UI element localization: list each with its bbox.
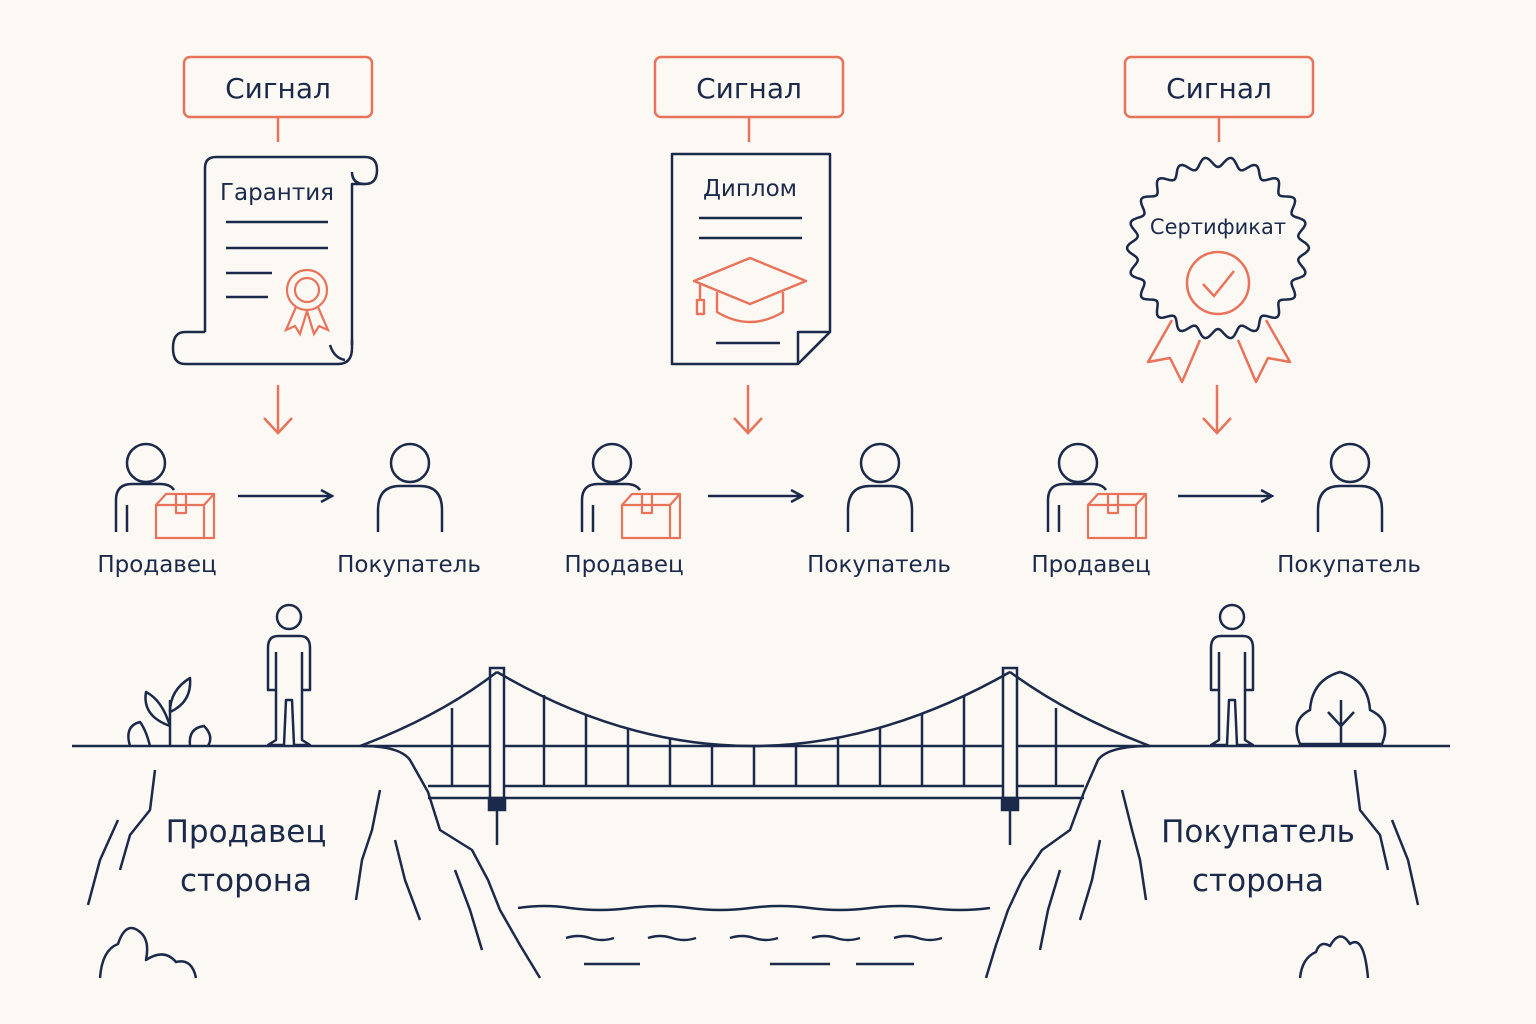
signal-box: Сигнал [653, 55, 845, 119]
seller-side-label-line2: сторона [180, 863, 312, 899]
seller-icon [114, 442, 176, 532]
signal-box: Сигнал [1123, 55, 1315, 119]
down-arrow-head [1202, 417, 1232, 435]
buyer-icon [376, 442, 444, 532]
seller-icon [1046, 442, 1108, 532]
signal-box: Сигнал [182, 55, 374, 119]
buyer-side-label-line1: Покупатель [1161, 814, 1355, 850]
diploma-document-icon [670, 152, 832, 366]
certificate-ribbons [1146, 319, 1292, 384]
buyer-icon [846, 442, 914, 532]
seller-person-figure [266, 603, 312, 747]
down-arrow-head [733, 417, 763, 435]
buyer-person-figure [1209, 603, 1255, 747]
signal-column-warranty: Сигнал Гарантия [97, 55, 481, 578]
left-cliff [86, 744, 542, 979]
signal-column-diploma: Сигнал Диплом [564, 55, 951, 578]
document-title: Гарантия [220, 180, 334, 206]
signal-label: Сигнал [1166, 72, 1272, 105]
shrub-icon [98, 926, 198, 979]
seller-icon [580, 442, 642, 532]
signal-column-certificate: Сигнал Сертификат [1031, 55, 1421, 578]
suspension-bridge [359, 666, 1151, 845]
text-lines [699, 216, 802, 345]
document-title: Сертификат [1150, 215, 1286, 239]
buyer-label: Покупатель [1277, 552, 1421, 578]
bridge-scene: Продавец сторона Покупатель сторона [72, 603, 1450, 979]
river-water [517, 904, 991, 966]
buyer-side-label-line2: сторона [1192, 863, 1324, 899]
seller-label: Продавец [97, 552, 216, 578]
package-box-icon [154, 492, 216, 540]
seller-side-label-line1: Продавец [166, 814, 327, 850]
certificate-badge-icon [1125, 156, 1311, 340]
signal-label: Сигнал [225, 72, 331, 105]
signal-label: Сигнал [696, 72, 802, 105]
checkmark-icon [1185, 250, 1251, 316]
seller-label: Продавец [1031, 552, 1150, 578]
buyer-label: Покупатель [337, 552, 481, 578]
down-arrow-head [263, 417, 293, 435]
text-lines [226, 220, 328, 299]
plant-icon [127, 676, 212, 747]
buyer-label: Покупатель [807, 552, 951, 578]
package-box-icon [620, 492, 682, 540]
shrub-icon [1298, 935, 1370, 979]
graduation-cap-icon [692, 256, 808, 324]
buyer-icon [1316, 442, 1384, 532]
package-box-icon [1086, 492, 1148, 540]
right-cliff [984, 744, 1420, 979]
rosette-seal-icon [283, 268, 331, 337]
document-title: Диплом [703, 176, 797, 202]
bush-icon [1295, 670, 1387, 746]
scroll-warranty-icon [171, 155, 379, 366]
seller-label: Продавец [564, 552, 683, 578]
